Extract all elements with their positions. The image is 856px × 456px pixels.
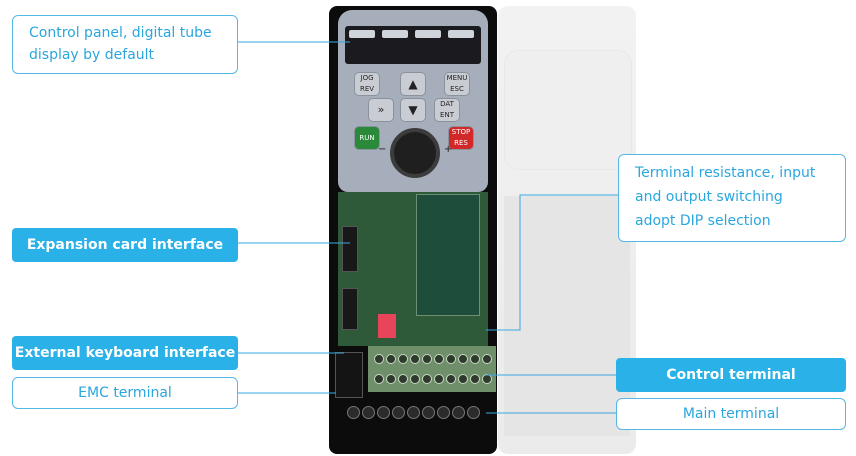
indicator-2 <box>382 30 408 38</box>
callout-control-panel-line2: display by default <box>29 47 155 63</box>
callout-control-panel: Control panel, digital tube display by d… <box>12 15 238 74</box>
indicator-1 <box>349 30 375 38</box>
potentiometer-knob[interactable] <box>390 128 440 178</box>
callout-control-terminal: Control terminal <box>616 358 846 392</box>
keyboard-connector <box>342 288 358 330</box>
plus-mark: + <box>444 144 453 155</box>
callout-terminal-resistance-line3: adopt DIP selection <box>635 213 771 229</box>
callout-main-terminal: Main terminal <box>616 398 846 430</box>
callout-terminal-resistance-line2: and output switching <box>635 189 783 205</box>
io-card <box>416 194 480 316</box>
menu-esc-key[interactable]: MENU ESC <box>444 72 470 96</box>
control-panel: JOG REV ▲ MENU ESC » ▼ DAT ENT RUN STOP … <box>338 10 488 192</box>
expansion-card-connector <box>342 226 358 272</box>
background-panel <box>504 50 632 170</box>
callout-control-panel-line1: Control panel, digital tube <box>29 25 212 41</box>
dat-ent-key[interactable]: DAT ENT <box>434 98 460 122</box>
callout-expansion-card: Expansion card interface <box>12 228 238 262</box>
circuit-board <box>338 192 488 346</box>
callout-external-keyboard: External keyboard interface <box>12 336 238 370</box>
background-board <box>504 196 630 436</box>
stop-res-key[interactable]: STOP RES <box>448 126 474 150</box>
minus-mark: − <box>378 144 387 155</box>
indicator-3 <box>415 30 441 38</box>
callout-emc-terminal: EMC terminal <box>12 377 238 409</box>
control-terminal-block <box>368 346 496 392</box>
run-key[interactable]: RUN <box>354 126 380 150</box>
indicator-4 <box>448 30 474 38</box>
callout-terminal-resistance: Terminal resistance, input and output sw… <box>618 154 846 242</box>
jog-rev-key[interactable]: JOG REV <box>354 72 380 96</box>
shift-right-key[interactable]: » <box>368 98 394 122</box>
emc-terminal <box>335 352 363 398</box>
down-arrow-key[interactable]: ▼ <box>400 98 426 122</box>
dip-switch[interactable] <box>378 314 396 338</box>
digital-tube-display <box>345 26 481 64</box>
background-device-image <box>498 6 636 454</box>
main-terminal-block <box>345 402 485 422</box>
up-arrow-key[interactable]: ▲ <box>400 72 426 96</box>
callout-terminal-resistance-line1: Terminal resistance, input <box>635 165 816 181</box>
